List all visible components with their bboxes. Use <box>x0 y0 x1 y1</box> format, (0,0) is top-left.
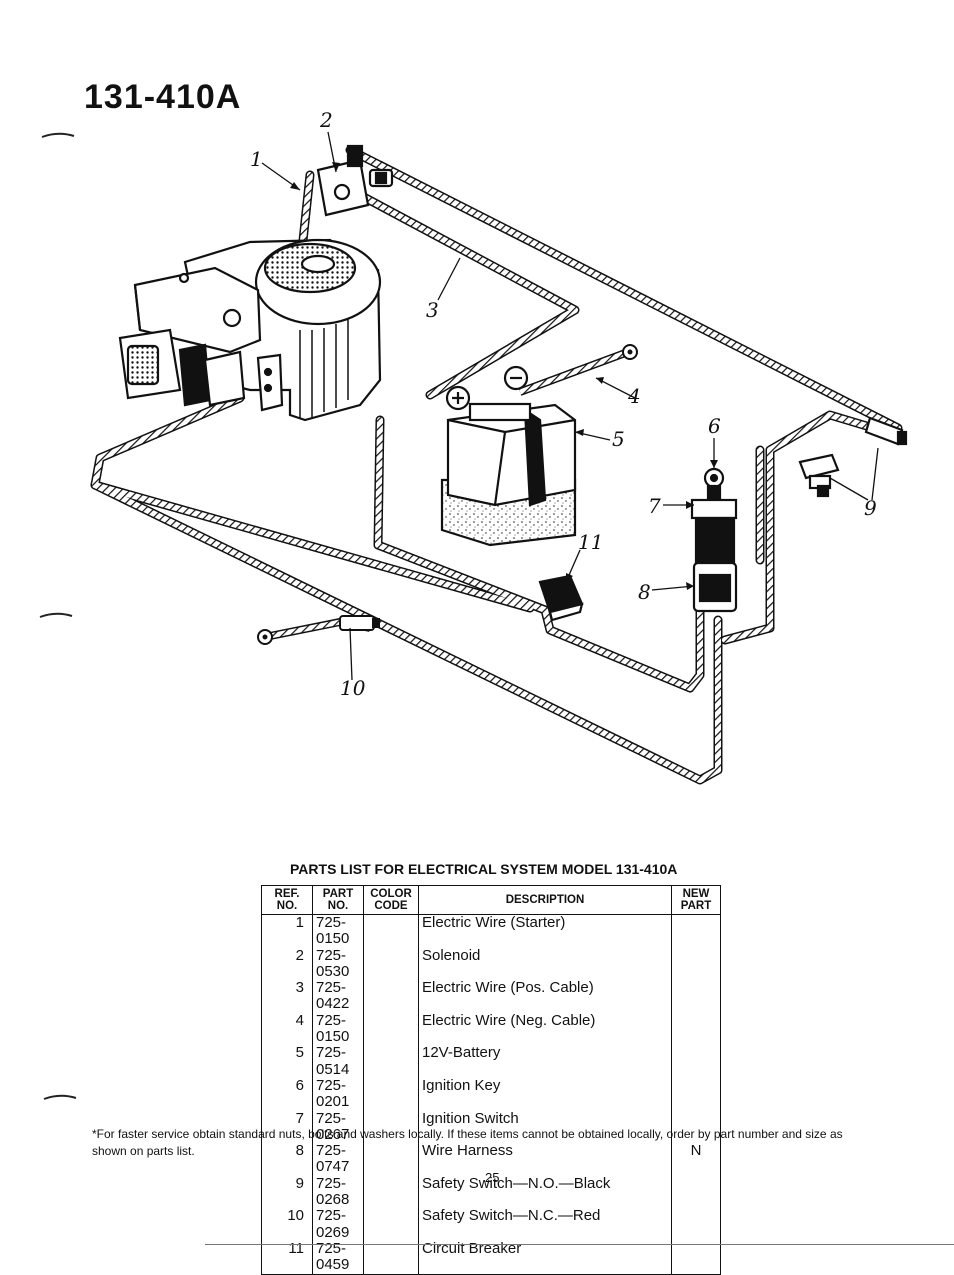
callout-6: 6 <box>708 414 721 438</box>
ref-cell: 2 <box>261 947 313 981</box>
description-cell: Electric Wire (Starter) <box>418 914 672 948</box>
callout-11: 11 <box>578 530 604 554</box>
part-number-cell: 725-0422 <box>312 980 364 1013</box>
color-code-cell <box>363 1045 419 1078</box>
callout-2: 2 <box>320 108 333 132</box>
bottom-rule <box>205 1244 954 1245</box>
model-title: 131-410A <box>84 78 242 116</box>
callout-8: 8 <box>638 580 651 604</box>
part-number-cell: 725-0268 <box>312 1175 364 1209</box>
part-number-cell: 725-0267 <box>312 1110 364 1144</box>
new-part-cell: N <box>671 1143 721 1176</box>
part-number-cell: 725-0201 <box>312 1077 364 1111</box>
safety-switch-no <box>798 416 908 498</box>
new-part-cell <box>671 1045 721 1078</box>
new-part-cell <box>671 1012 721 1046</box>
parts-list-title: PARTS LIST FOR ELECTRICAL SYSTEM MODEL 1… <box>290 861 678 877</box>
part-number-cell: 725-0530 <box>312 947 364 981</box>
callout-10: 10 <box>340 676 366 700</box>
description-cell: Ignition Switch <box>418 1110 672 1144</box>
description-cell: Electric Wire (Neg. Cable) <box>418 1012 672 1046</box>
header-description: DESCRIPTION <box>418 885 672 915</box>
solenoid <box>316 144 394 217</box>
wire-harness <box>90 145 903 785</box>
color-code-cell <box>363 980 419 1013</box>
part-number-cell: 725-0150 <box>312 914 364 948</box>
color-code-cell <box>363 1012 419 1046</box>
description-cell: Safety Switch—N.C.—Red <box>418 1208 672 1241</box>
header-ref: REF.NO. <box>261 885 313 915</box>
ref-cell: 7 <box>261 1110 313 1144</box>
color-code-cell <box>363 947 419 981</box>
new-part-cell <box>671 1110 721 1144</box>
ref-cell: 9 <box>261 1175 313 1209</box>
new-part-cell <box>671 914 721 948</box>
ignition-switch <box>690 467 738 613</box>
description-cell: Electric Wire (Pos. Cable) <box>418 980 672 1013</box>
margin-mark <box>43 1094 77 1100</box>
callout-7: 7 <box>648 494 661 518</box>
engine <box>118 238 382 422</box>
footnote: *For faster service obtain standard nuts… <box>92 1127 843 1158</box>
part-number-cell: 725-0514 <box>312 1045 364 1078</box>
description-cell: Solenoid <box>418 947 672 981</box>
ref-cell: 8 <box>261 1143 313 1176</box>
color-code-cell <box>363 1077 419 1111</box>
callout-1: 1 <box>250 147 263 171</box>
callout-3: 3 <box>426 298 439 322</box>
part-number-cell: 725-0747 <box>312 1143 364 1176</box>
color-code-cell <box>363 1175 419 1209</box>
description-cell: Wire Harness <box>418 1143 672 1176</box>
new-part-cell <box>671 1175 721 1209</box>
callout-9: 9 <box>864 496 877 520</box>
color-code-cell <box>363 1208 419 1241</box>
ref-cell: 4 <box>261 1012 313 1046</box>
negative-cable <box>518 344 638 396</box>
safety-switch-nc <box>257 615 380 645</box>
new-part-cell <box>671 947 721 981</box>
new-part-cell <box>671 1077 721 1111</box>
ref-cell: 1 <box>261 914 313 948</box>
color-code-cell <box>363 914 419 948</box>
description-cell: Safety Switch—N.O.—Black <box>418 1175 672 1209</box>
ref-cell: 6 <box>261 1077 313 1111</box>
margin-mark <box>41 132 75 138</box>
description-cell: Ignition Key <box>418 1077 672 1111</box>
part-number-cell: 725-0150 <box>312 1012 364 1046</box>
color-code-cell <box>363 1143 419 1176</box>
part-number-cell: 725-0269 <box>312 1208 364 1241</box>
wiring-diagram <box>90 131 908 785</box>
new-part-cell <box>671 1208 721 1241</box>
new-part-cell <box>671 980 721 1013</box>
battery <box>440 365 577 547</box>
ref-cell: 10 <box>261 1208 313 1241</box>
callout-5: 5 <box>612 427 625 451</box>
ref-cell: 5 <box>261 1045 313 1078</box>
arrowheads <box>290 162 718 590</box>
page-number: 25 <box>485 1170 500 1185</box>
margin-mark <box>39 612 73 618</box>
callout-4: 4 <box>628 384 641 408</box>
circuit-breaker <box>538 574 584 622</box>
description-cell: 12V-Battery <box>418 1045 672 1078</box>
ref-cell: 3 <box>261 980 313 1013</box>
